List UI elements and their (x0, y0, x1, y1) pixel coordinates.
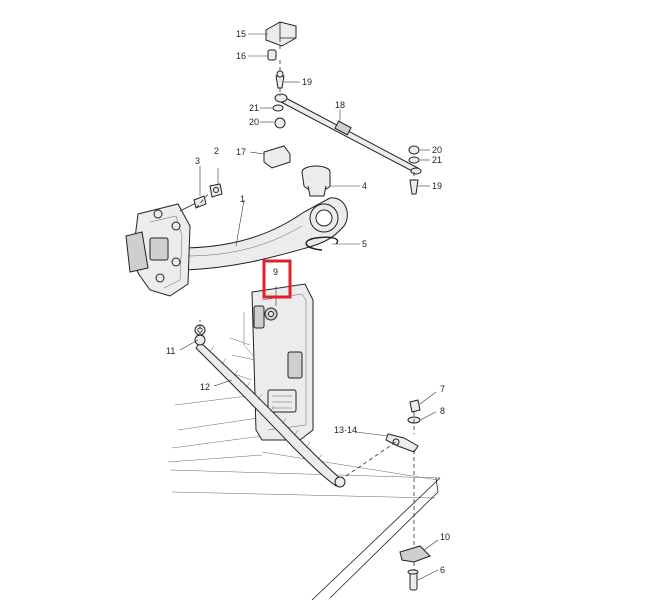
callout-19-right: 19 (432, 181, 442, 191)
washer-21-right (408, 156, 420, 164)
callout-15: 15 (236, 29, 246, 39)
callout-10: 10 (440, 532, 450, 542)
tailgate-pillar (251, 283, 314, 441)
leader-lines (179, 33, 439, 581)
callout-8: 8 (440, 406, 445, 416)
callout-11: 11 (166, 346, 175, 356)
highlight-callout-9[interactable]: 9 (262, 259, 292, 299)
highlight-box (262, 259, 292, 299)
callout-12: 12 (200, 382, 210, 392)
bolt-6 (407, 569, 419, 591)
bracket-15 (265, 21, 297, 47)
callout-21-left: 21 (249, 103, 259, 113)
callout-2: 2 (214, 146, 219, 156)
nut-7 (409, 399, 421, 413)
nut-20-right (408, 145, 420, 155)
callout-21-right: 21 (432, 155, 442, 165)
callout-17: 17 (236, 147, 246, 157)
bed-linework (167, 312, 441, 600)
clip-5 (305, 236, 339, 251)
callout-5: 5 (362, 239, 367, 249)
callout-20-right: 20 (432, 145, 442, 155)
callout-labels: 1 2 3 4 5 6 7 8 10 11 12 13·14 15 16 17 … (166, 29, 450, 575)
callout-1: 1 (240, 194, 245, 204)
hinge-bracket (125, 203, 191, 297)
cable-12 (194, 334, 346, 488)
callout-7: 7 (440, 384, 445, 394)
bolt-16 (267, 49, 277, 61)
nut-20-left (274, 117, 286, 129)
support-rod-18 (274, 93, 422, 175)
cover-17 (263, 145, 291, 169)
callout-9: 9 (273, 267, 278, 277)
callout-19-top: 19 (302, 77, 312, 87)
washer-21-left (272, 104, 284, 112)
striker-13-14 (385, 433, 419, 453)
callout-4: 4 (362, 181, 367, 191)
nut-2 (209, 183, 223, 198)
hinge-arm (179, 197, 348, 271)
callout-6: 6 (440, 565, 445, 575)
callout-3: 3 (195, 156, 200, 166)
bolt-11 (194, 324, 206, 336)
callout-13-14: 13·14 (334, 425, 357, 435)
bolt-3 (179, 195, 207, 212)
assembly-lines (195, 38, 415, 570)
plate-10 (399, 545, 431, 563)
bump-stop-4 (301, 165, 331, 197)
ball-stud-19-top (275, 70, 285, 89)
ball-stud-19-right (409, 179, 419, 195)
callout-20-left: 20 (249, 117, 259, 127)
callout-18: 18 (335, 100, 345, 110)
callout-16: 16 (236, 51, 246, 61)
